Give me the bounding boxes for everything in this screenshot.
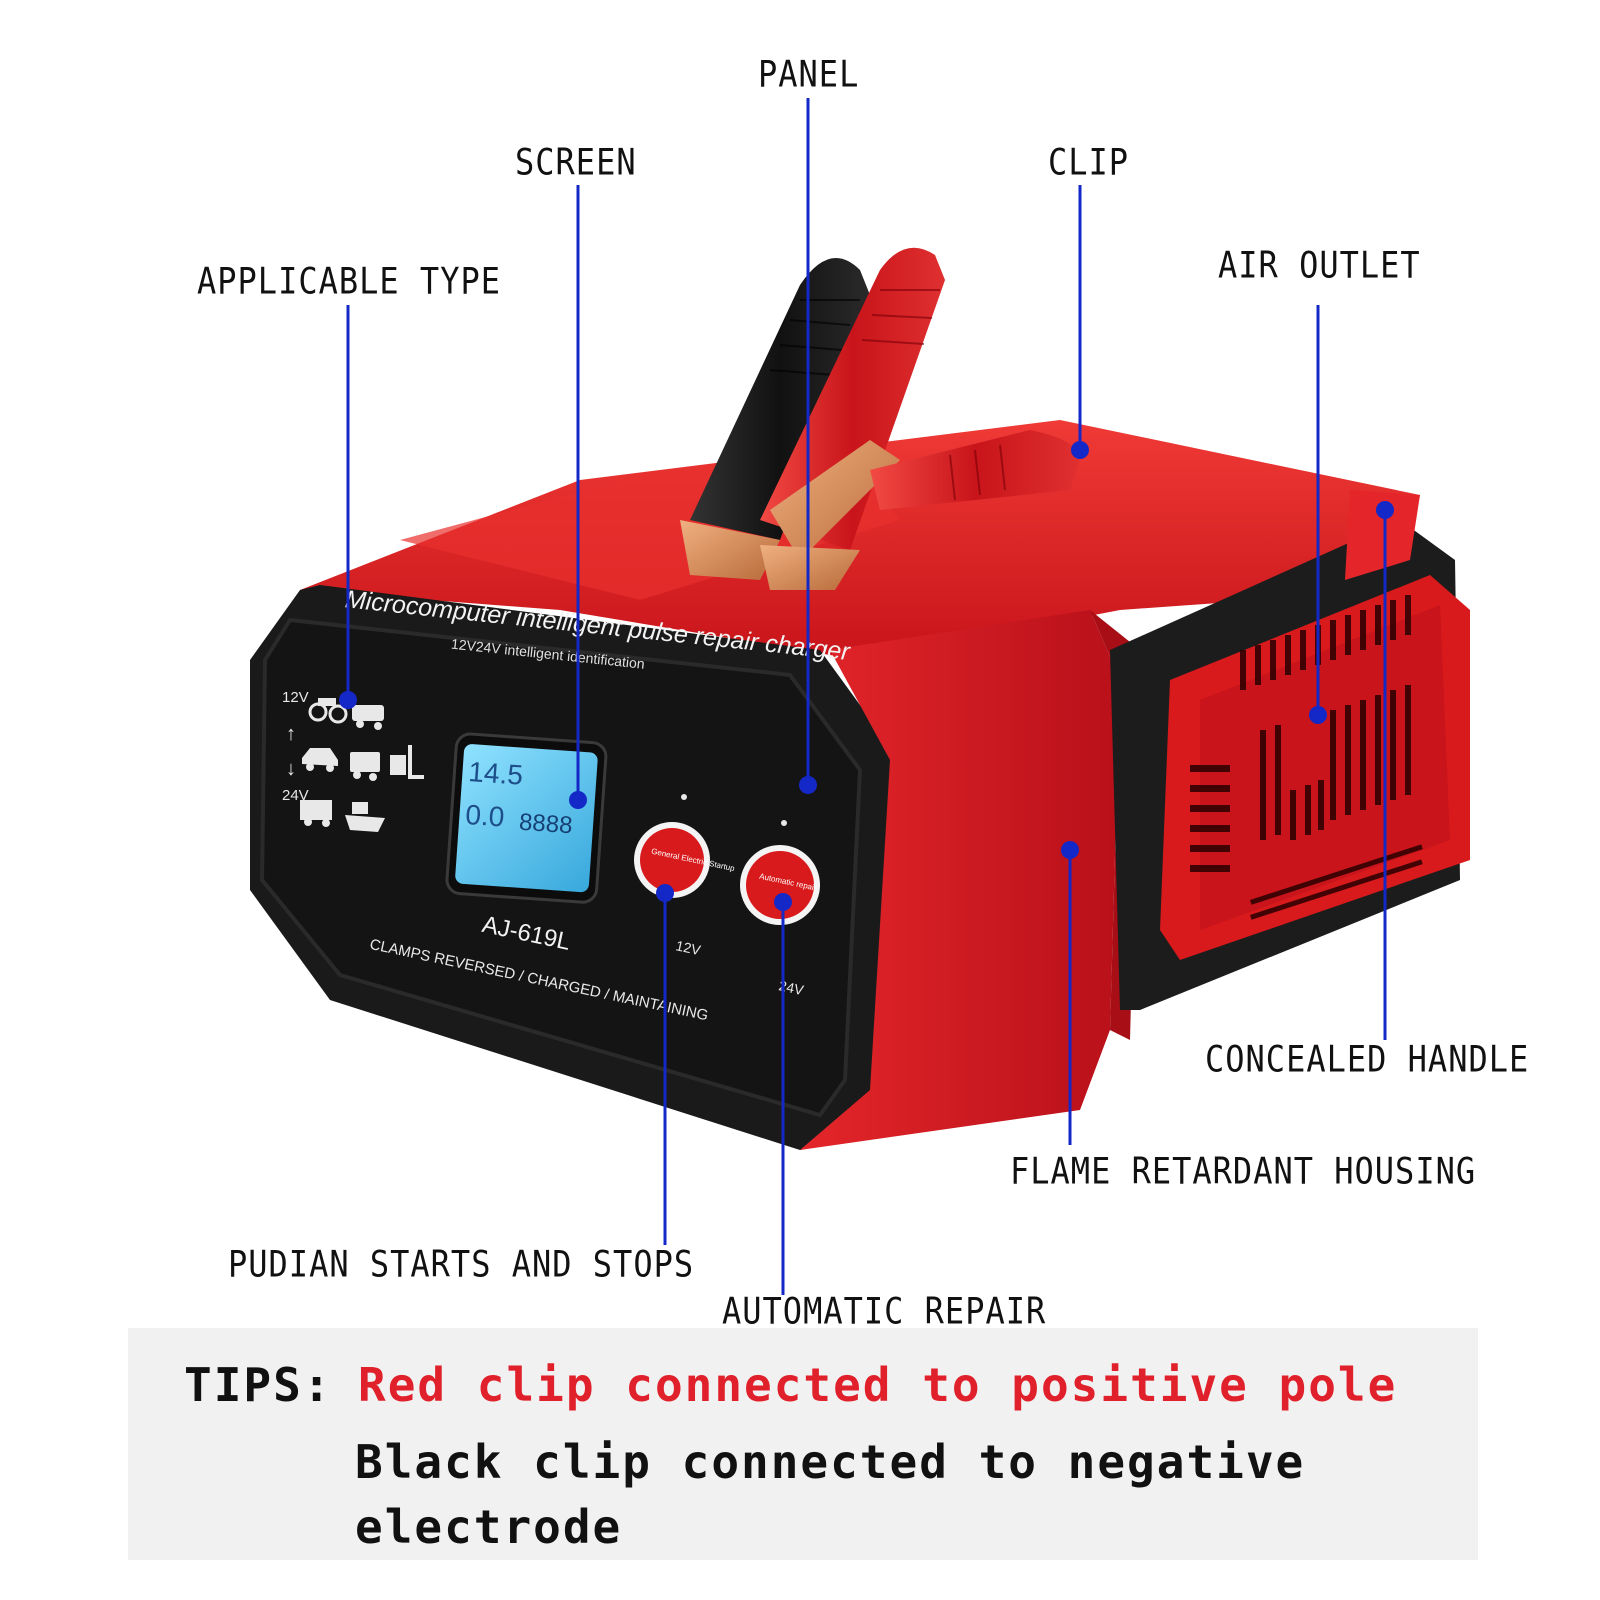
red-clip — [760, 247, 1080, 590]
callout-clip: CLIP — [1048, 140, 1130, 184]
truck-icon — [300, 800, 332, 827]
callout-flame-retardant-housing: FLAME RETARDANT HOUSING — [1010, 1149, 1477, 1193]
callout-applicable-type: APPLICABLE TYPE — [197, 259, 501, 303]
forklift-icon — [390, 745, 424, 779]
lcd-digits: 8888 — [518, 809, 573, 840]
flame-retardant-housing — [800, 610, 1120, 1150]
leader-dots — [339, 441, 1394, 911]
tips-line-red-clip: Red clip connected to positive pole — [358, 1358, 1398, 1412]
svg-text:↓: ↓ — [286, 758, 296, 780]
callout-air-outlet: AIR OUTLET — [1218, 243, 1421, 287]
button-12v-label: 12V — [674, 937, 702, 958]
lcd-screen: 14.5 0.0 8888 — [445, 732, 608, 904]
leader-lines — [346, 98, 1387, 1295]
lcd-voltage: 14.5 — [467, 756, 524, 791]
black-clip — [680, 258, 870, 580]
housing-top — [300, 420, 1420, 660]
callout-panel: PANEL — [758, 52, 860, 96]
lcd-current: 0.0 — [464, 799, 505, 833]
van-icon — [352, 705, 384, 730]
callout-automatic-repair: AUTOMATIC REPAIR — [722, 1289, 1047, 1333]
tips-box — [128, 1328, 1478, 1560]
applicable-type-icons: 12V ↑ ↓ 24V — [282, 689, 424, 832]
car-icon — [302, 748, 338, 772]
tips-label: TIPS: — [184, 1358, 333, 1412]
vent-slots — [1190, 595, 1423, 920]
callout-pudian-starts-and-stops: PUDIAN STARTS AND STOPS — [228, 1242, 695, 1286]
callout-screen: SCREEN — [515, 140, 637, 184]
motorbike-icon — [308, 698, 348, 724]
concealed-handle — [1345, 490, 1420, 580]
automatic-repair-button[interactable]: Automatic repair — [740, 845, 820, 925]
type-24v-label: 24V — [282, 787, 309, 804]
callout-concealed-handle: CONCEALED HANDLE — [1205, 1037, 1530, 1081]
boat-icon — [345, 802, 385, 832]
bus-icon — [350, 752, 380, 781]
svg-text:↑: ↑ — [286, 723, 296, 745]
tips-line-black-clip: Black clip connected to negative — [355, 1435, 1306, 1489]
type-12v-label: 12V — [282, 689, 309, 706]
tips-line-electrode: electrode — [355, 1500, 623, 1554]
